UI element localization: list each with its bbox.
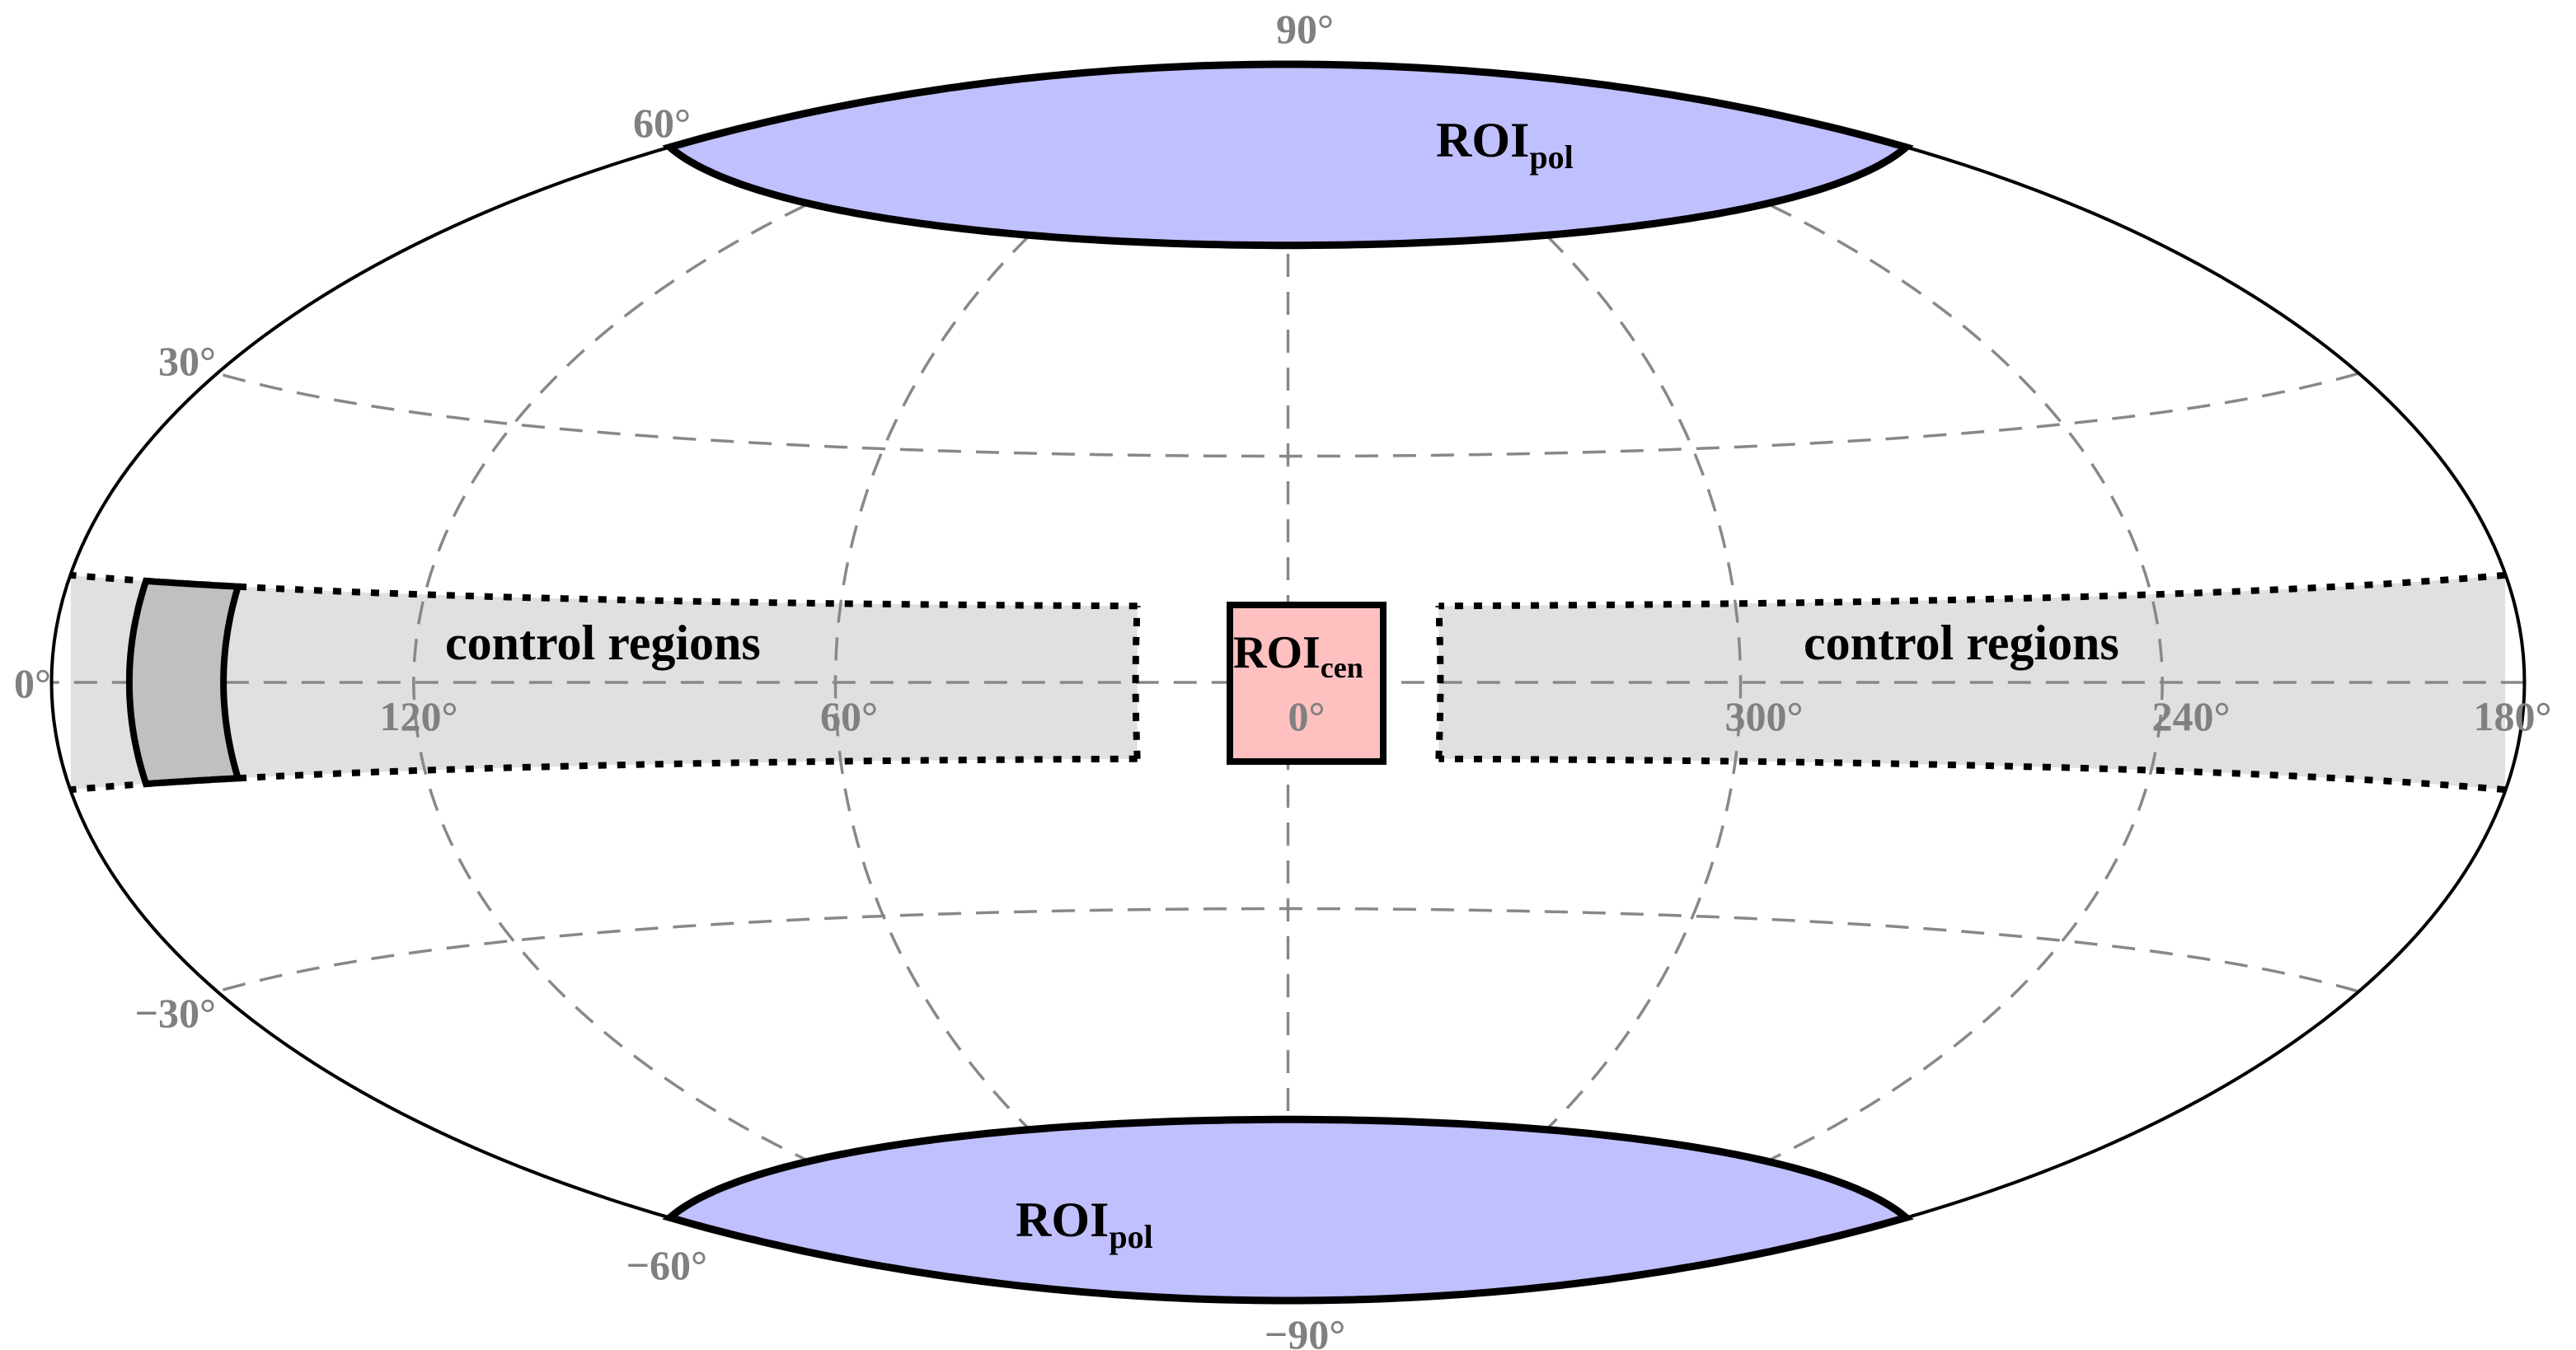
lon-tick-180: 180° [2474, 693, 2552, 739]
control-region-patch [125, 577, 243, 788]
longitude-ticks: 120° 60° 0° 300° 240° 180° [380, 693, 2552, 739]
roi-pol-south-main: ROI [1016, 1193, 1109, 1247]
roi-cen-box [1227, 602, 1387, 765]
latitude-ticks: 90° 60° 30° 0° −30° −60° −90° [14, 6, 1345, 1350]
lon-tick-60: 60° [820, 693, 878, 739]
control-edge-inner-left [1132, 606, 1141, 759]
lat-tick-m30: −30° [135, 990, 217, 1036]
map-outline [49, 63, 2527, 1302]
roi-pol-south [662, 1115, 1914, 1305]
roi-pol-south-sub: pol [1109, 1218, 1152, 1255]
roi-cen-main: ROI [1233, 627, 1321, 678]
roi-pol-north-main: ROI [1436, 113, 1529, 167]
control-regions-label-right: control regions [1804, 616, 2119, 670]
control-regions-label-left: control regions [445, 616, 761, 670]
roi-cen-label: ROIcen [1233, 627, 1363, 684]
roi-pol-north [662, 60, 1914, 250]
lat-tick-m60: −60° [626, 1242, 708, 1288]
roi-pol-north-label: ROIpol [1436, 113, 1574, 176]
lon-tick-0: 0° [1288, 693, 1326, 739]
lat-tick-60: 60° [633, 100, 691, 146]
roi-cen-sub: cen [1321, 651, 1363, 684]
region-labels: ROIpol ROIpol ROIcen control regions con… [445, 113, 2119, 1255]
roi-pol-south-label: ROIpol [1016, 1193, 1153, 1255]
control-region-borders [70, 571, 2506, 794]
control-edge-inner-right [1435, 606, 1444, 759]
lat-tick-30: 30° [158, 338, 216, 384]
lat-tick-0: 0° [14, 660, 51, 706]
lat-tick-m90: −90° [1265, 1311, 1346, 1350]
lon-tick-300: 300° [1725, 693, 1804, 739]
roi-pol-north-sub: pol [1529, 138, 1573, 176]
lon-tick-120: 120° [380, 693, 458, 739]
lon-tick-240: 240° [2152, 693, 2231, 739]
control-region-left [70, 574, 1138, 790]
lat-tick-90: 90° [1276, 6, 1334, 52]
